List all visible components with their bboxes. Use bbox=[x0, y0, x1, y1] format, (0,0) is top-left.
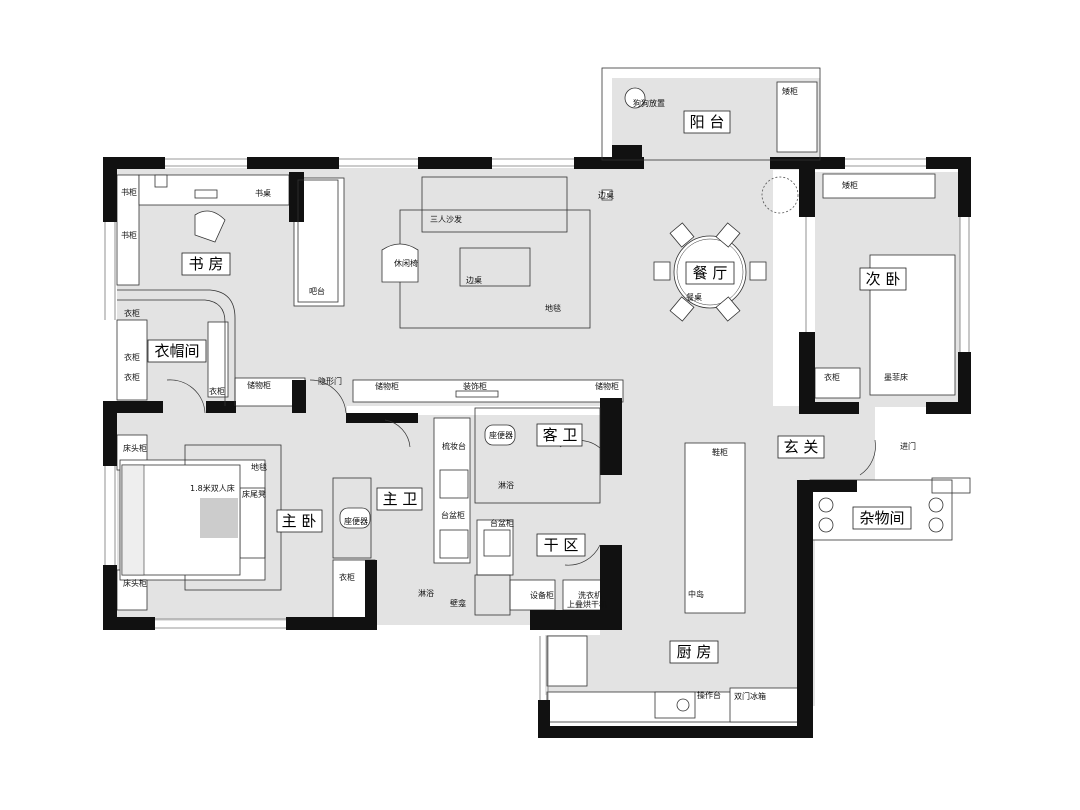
svg-text:书 房: 书 房 bbox=[189, 255, 224, 273]
walls bbox=[103, 145, 971, 738]
low-cabinet-label: 矮柜 bbox=[782, 86, 798, 96]
label-study: 书 房 bbox=[181, 252, 231, 276]
wardrobe-label: 衣柜 bbox=[339, 572, 355, 582]
basin-cabinet-label: 台盆柜 bbox=[441, 510, 465, 520]
label-foyer: 玄 关 bbox=[777, 435, 825, 459]
svg-text:次 卧: 次 卧 bbox=[866, 270, 901, 288]
label-balcony: 阳 台 bbox=[683, 110, 731, 134]
toilet-label: 座便器 bbox=[489, 430, 513, 440]
coffee-table-label: 边桌 bbox=[466, 275, 482, 285]
rug-label: 地毯 bbox=[545, 303, 561, 313]
sofa-label: 三人沙发 bbox=[430, 214, 462, 224]
dining-table bbox=[653, 222, 767, 322]
wardrobe-label: 衣柜 bbox=[209, 386, 225, 396]
label-second-bedroom: 次 卧 bbox=[859, 267, 907, 291]
lounge-chair-label: 休闲椅 bbox=[394, 258, 418, 268]
nightstand-label: 床头柜 bbox=[123, 443, 147, 453]
label-dining: 餐 厅 bbox=[685, 261, 735, 285]
wardrobe-label: 衣柜 bbox=[124, 372, 140, 382]
bar-label: 吧台 bbox=[309, 286, 325, 296]
shoe-cabinet-label: 鞋柜 bbox=[712, 447, 728, 457]
label-cloakroom: 衣帽间 bbox=[147, 339, 207, 363]
murphy-bed-label: 墨菲床 bbox=[884, 372, 908, 382]
label-master-bath: 主 卫 bbox=[376, 487, 423, 511]
storage-cabinet-label: 储物柜 bbox=[595, 381, 619, 391]
wardrobe-label: 衣柜 bbox=[824, 372, 840, 382]
label-dry-area: 干 区 bbox=[536, 533, 586, 557]
svg-text:玄 关: 玄 关 bbox=[784, 438, 819, 456]
label-storage: 杂物间 bbox=[852, 506, 912, 530]
shower-label: 淋浴 bbox=[498, 480, 514, 490]
storage-cabinet-label: 储物柜 bbox=[375, 381, 399, 391]
equipment-cabinet-label: 设备柜 bbox=[530, 590, 554, 600]
label-guest-bath: 客 卫 bbox=[536, 423, 583, 447]
bookshelf-label: 书柜 bbox=[121, 230, 137, 240]
side-table-label: 边桌 bbox=[598, 190, 614, 200]
decor-cabinet-label: 装饰柜 bbox=[463, 381, 487, 391]
svg-text:杂物间: 杂物间 bbox=[859, 509, 904, 527]
label-kitchen: 厨 房 bbox=[669, 640, 719, 664]
dog-bed-label: 狗狗放置 bbox=[633, 98, 665, 108]
entry-label: 进门 bbox=[900, 441, 916, 451]
hidden-door-label: 隐形门 bbox=[318, 376, 342, 386]
island-label: 中岛 bbox=[688, 589, 704, 599]
low-cabinet-label: 矮柜 bbox=[842, 180, 858, 190]
vanity-label: 梳妆台 bbox=[442, 441, 466, 451]
svg-text:主 卫: 主 卫 bbox=[383, 490, 418, 508]
svg-text:客 卫: 客 卫 bbox=[543, 426, 578, 444]
bench-label: 床尾凳 bbox=[242, 489, 266, 499]
fixtures bbox=[154, 87, 944, 719]
dining-table-label: 餐桌 bbox=[686, 292, 702, 302]
bookshelf-label: 书柜 bbox=[121, 187, 137, 197]
storage-cabinet-label: 储物柜 bbox=[247, 380, 271, 390]
svg-text:主 卧: 主 卧 bbox=[282, 512, 317, 530]
svg-text:阳 台: 阳 台 bbox=[690, 113, 725, 131]
svg-text:餐 厅: 餐 厅 bbox=[693, 264, 728, 282]
basin-cabinet-label: 台盆柜 bbox=[490, 518, 514, 528]
bed bbox=[121, 464, 241, 576]
nightstand-label: 床头柜 bbox=[123, 578, 147, 588]
washer-label: 洗衣机 bbox=[578, 590, 602, 600]
furniture-labels: 书柜 书柜 书桌 吧台 衣柜 衣柜 衣柜 衣柜 储物柜 储物柜 储物柜 装饰柜 … bbox=[121, 86, 916, 701]
wardrobe-label: 衣柜 bbox=[124, 352, 140, 362]
svg-text:干 区: 干 区 bbox=[544, 536, 579, 554]
toilet-label: 座便器 bbox=[344, 516, 368, 526]
windows bbox=[104, 158, 970, 700]
room-labels: 书 房 衣帽间 主 卧 主 卫 客 卫 干 区 餐 厅 阳 台 bbox=[147, 110, 912, 664]
label-master-bedroom: 主 卧 bbox=[276, 509, 323, 533]
svg-text:厨 房: 厨 房 bbox=[677, 643, 712, 661]
bed-label: 1.8米双人床 bbox=[190, 483, 235, 493]
shower-label: 淋浴 bbox=[418, 588, 434, 598]
dryer-label: 上叠烘干机 bbox=[567, 599, 607, 609]
wardrobe-label: 衣柜 bbox=[124, 308, 140, 318]
svg-text:衣帽间: 衣帽间 bbox=[154, 342, 199, 360]
fridge-label: 双门冰箱 bbox=[734, 691, 766, 701]
rug-label: 地毯 bbox=[251, 462, 267, 472]
worktop-label: 操作台 bbox=[697, 690, 721, 700]
desk-label: 书桌 bbox=[255, 188, 271, 198]
niche-label: 壁龛 bbox=[450, 598, 466, 608]
